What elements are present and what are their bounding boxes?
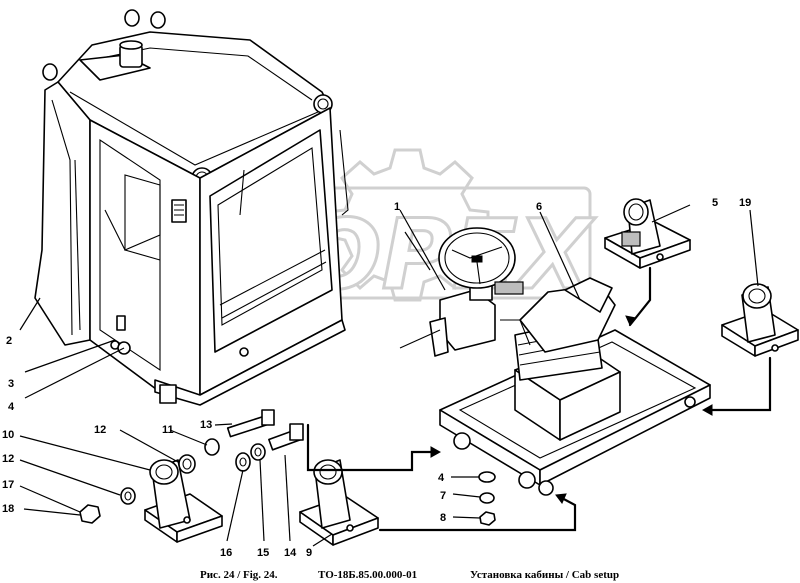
callout-15: 15	[257, 547, 269, 559]
callout-12: 12	[94, 424, 106, 436]
caption-code: ТО-18Б.85.00.000-01	[318, 569, 417, 581]
callout-18: 18	[2, 503, 14, 515]
arrow-head	[430, 446, 442, 458]
control-lever	[494, 281, 524, 295]
arrow-head	[701, 404, 713, 416]
bolt-13-head	[261, 409, 275, 426]
roof-lamp	[42, 63, 58, 81]
cab-door	[209, 129, 333, 353]
bolt-14-head	[289, 423, 304, 441]
callout-4: 4	[8, 401, 15, 413]
mount-lug	[684, 396, 696, 408]
caption-title: Установка кабины / Cab setup	[470, 569, 619, 581]
cab-assembly	[34, 9, 349, 406]
arrow-head	[555, 493, 567, 504]
bushing-12	[178, 454, 196, 474]
roof-lamp	[124, 9, 140, 27]
mount-lug	[453, 432, 471, 450]
arrow-head	[625, 315, 637, 326]
fasteners	[79, 409, 496, 526]
washer-16	[235, 452, 251, 472]
assembly-lines	[306, 266, 772, 532]
mount-bracket-5	[604, 198, 691, 269]
callout-2: 2	[6, 335, 12, 347]
washer-4	[478, 471, 496, 483]
steering-hub	[471, 255, 483, 263]
cab-left-side	[34, 81, 91, 346]
washer-15	[250, 443, 266, 461]
washer-12	[120, 487, 136, 505]
callout-8: 8	[440, 512, 446, 524]
brake-pedal	[429, 317, 449, 357]
bolt-13	[226, 415, 268, 438]
beacon-top	[119, 40, 143, 50]
callout-6: 6	[536, 201, 542, 213]
bushing-11	[204, 438, 220, 456]
callout-1: 1	[394, 201, 400, 213]
mount-bracket-9	[299, 459, 379, 546]
mount-foot	[159, 384, 177, 404]
callout-10: 10	[2, 429, 14, 441]
callout-labels: 1 2 3 4 4 5 6 7 8 9 10 11 12 12 13 14 15…	[2, 197, 751, 559]
callout-11: 11	[162, 424, 174, 436]
mount-lug	[518, 471, 536, 489]
operator-platform	[399, 227, 711, 496]
caption-figure: Рис. 24 / Fig. 24.	[200, 569, 278, 581]
callout-16: 16	[220, 547, 232, 559]
washer-7	[479, 492, 495, 504]
bracket-clamp	[621, 231, 641, 247]
roof-lamp	[150, 11, 166, 29]
callout-14: 14	[284, 547, 297, 559]
nut-8	[479, 511, 496, 526]
bolt-3	[116, 315, 126, 331]
mount-bracket-19	[721, 283, 799, 357]
callout-12: 12	[2, 453, 14, 465]
figure-caption: Рис. 24 / Fig. 24. ТО-18Б.85.00.000-01 У…	[200, 569, 619, 581]
callout-4: 4	[438, 472, 445, 484]
callout-3: 3	[8, 378, 14, 390]
vent-grille	[171, 199, 187, 223]
nut-18	[79, 504, 101, 524]
callout-7: 7	[440, 490, 446, 502]
watermark-gear-icon	[325, 148, 490, 302]
callout-13: 13	[200, 419, 212, 431]
seat-backrest	[564, 277, 613, 313]
callout-19: 19	[739, 197, 751, 209]
callout-17: 17	[2, 479, 14, 491]
callout-9: 9	[306, 547, 312, 559]
callout-leaders	[19, 204, 759, 547]
mount-bracket-10	[144, 459, 223, 543]
callout-5: 5	[712, 197, 718, 209]
mount-lug	[538, 480, 554, 496]
